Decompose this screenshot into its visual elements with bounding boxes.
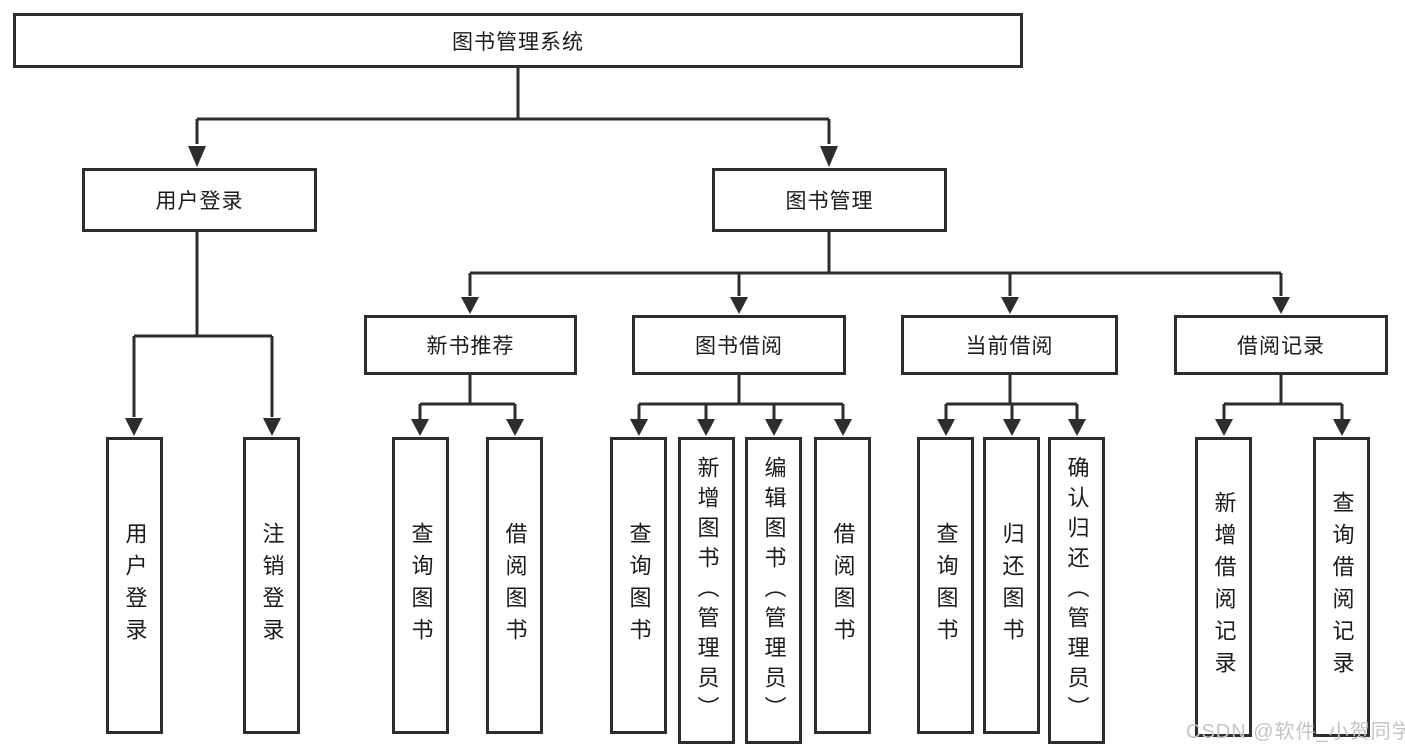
- node-label: 查询图书: [626, 521, 652, 650]
- node-book-borrow: 图书借阅: [632, 315, 846, 375]
- node-new-book-recommend: 新书推荐: [364, 315, 577, 375]
- leaf-query-books-borrow: 查询图书: [610, 437, 667, 734]
- node-label: 图书管理系统: [452, 30, 584, 54]
- leaf-logout: 注销登录: [243, 437, 300, 734]
- connector-root-to-level2: [188, 68, 838, 167]
- leaf-add-books-admin: 新增图书（管理员）: [678, 437, 735, 744]
- node-label: 注销登录: [259, 521, 285, 650]
- node-library-system: 图书管理系统: [13, 13, 1023, 68]
- node-label: 借阅记录: [1237, 335, 1325, 358]
- leaf-query-borrow-record: 查询借阅记录: [1313, 437, 1370, 737]
- node-label: 当前借阅: [965, 335, 1054, 358]
- node-label: 借阅图书: [502, 521, 528, 650]
- leaf-borrow-books: 借阅图书: [814, 437, 871, 734]
- node-label: 借阅图书: [830, 521, 856, 650]
- node-label: 用户登录: [122, 521, 148, 650]
- csdn-watermark: CSDN @软件_小贺同学: [1186, 721, 1405, 743]
- leaf-query-books-recommend: 查询图书: [392, 437, 449, 734]
- leaf-confirm-return-admin: 确认归还（管理员）: [1048, 437, 1105, 744]
- node-label: 归还图书: [999, 521, 1025, 650]
- node-book-management: 图书管理: [712, 168, 947, 232]
- leaf-add-borrow-record: 新增借阅记录: [1195, 437, 1252, 737]
- node-user-login: 用户登录: [82, 168, 317, 232]
- node-label: 新书推荐: [426, 335, 515, 358]
- connector-recommend-to-leaves: [411, 375, 524, 436]
- node-label: 查询借阅记录: [1329, 491, 1355, 683]
- node-label: 图书管理: [785, 190, 874, 213]
- connector-records-to-leaves: [1215, 375, 1351, 436]
- node-label: 图书借阅: [695, 335, 783, 358]
- connector-login-to-leaves: [125, 232, 281, 436]
- connector-current-to-leaves: [937, 375, 1086, 436]
- node-label: 新增图书（管理员）: [694, 455, 720, 726]
- node-label: 确认归还（管理员）: [1064, 455, 1090, 726]
- leaf-user-login: 用户登录: [106, 437, 163, 734]
- leaf-borrow-books-recommend: 借阅图书: [486, 437, 543, 734]
- node-current-borrow: 当前借阅: [901, 315, 1118, 375]
- node-label: 查询图书: [408, 521, 434, 650]
- node-label: 新增借阅记录: [1211, 491, 1237, 683]
- node-label: 查询图书: [933, 521, 959, 650]
- node-label: 编辑图书（管理员）: [761, 455, 787, 726]
- leaf-return-books: 归还图书: [983, 437, 1040, 734]
- leaf-edit-books-admin: 编辑图书（管理员）: [745, 437, 802, 744]
- node-label: 用户登录: [155, 190, 244, 213]
- leaf-query-books-current: 查询图书: [917, 437, 974, 734]
- connector-borrow-to-leaves: [630, 375, 852, 436]
- node-borrow-records: 借阅记录: [1174, 315, 1388, 375]
- connector-mgmt-to-level3: [461, 232, 1290, 314]
